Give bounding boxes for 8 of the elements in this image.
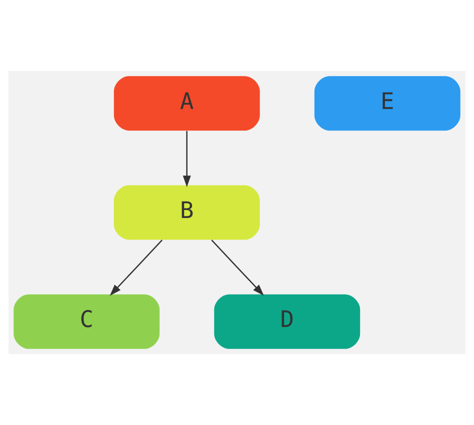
node-box: C [14, 294, 160, 349]
node-box: E [314, 76, 460, 131]
node-box: A [114, 76, 260, 131]
arrow [182, 130, 191, 188]
arrow [211, 240, 264, 296]
node-box: D [214, 294, 360, 349]
arrow [110, 240, 163, 296]
node-box: B [114, 185, 260, 240]
